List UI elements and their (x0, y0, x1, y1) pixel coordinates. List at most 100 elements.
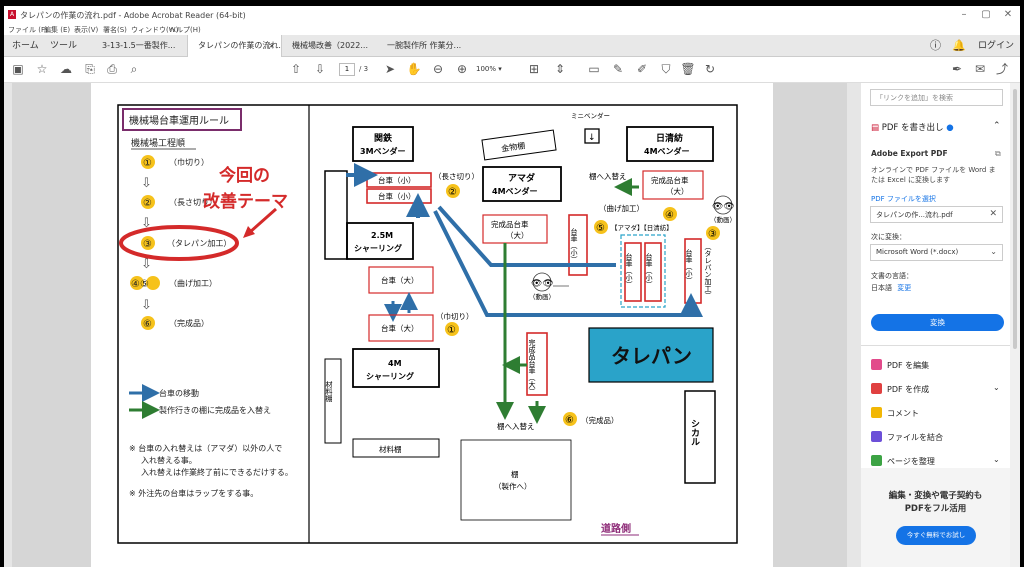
zairyou-label: 材料棚 (379, 444, 402, 454)
tool-comment[interactable]: コメント (871, 407, 919, 419)
cart-small-v-label: 台車（小） (625, 252, 633, 288)
menu-sign[interactable]: 署名(S) (103, 26, 127, 34)
menu-help[interactable]: ヘルプ(H) (169, 26, 201, 34)
help-icon[interactable]: ⓘ (930, 39, 941, 52)
doc-lang-label: 文書の言語： (871, 272, 913, 280)
convert-button[interactable]: 変換 (871, 314, 1004, 331)
stamp-icon[interactable]: ⛉ (661, 62, 671, 76)
star-icon[interactable]: ☆ (36, 62, 48, 76)
step-label: （曲げ加工） (169, 278, 217, 288)
share-file-icon[interactable]: ⎘ (85, 62, 95, 76)
step-badge (141, 316, 155, 330)
step-label: （完成品） (169, 318, 209, 328)
shelf-swap-label: 棚へ入替え (589, 171, 627, 181)
tool-create-pdf[interactable]: PDF を作成 (871, 383, 929, 395)
panel-scrollbar[interactable] (1010, 83, 1020, 567)
tool-edit-pdf[interactable]: PDF を編集 (871, 359, 929, 371)
scrollbar-thumb[interactable] (1013, 89, 1017, 349)
clear-icon[interactable]: ✕ (989, 209, 997, 219)
zoom-out-icon[interactable]: ⊖ (432, 62, 444, 76)
step-label: （巾切り） (169, 157, 209, 167)
tool-organize-pages[interactable]: ページを整理 (871, 455, 935, 467)
legend-move-text: 台車の移動 (159, 388, 199, 398)
blue-flow-path (437, 205, 616, 267)
right-collapse-strip[interactable] (847, 83, 861, 567)
finished-cart-box (642, 170, 704, 200)
step-num: ⑤ (596, 223, 605, 234)
rule-title: 機械場台車運用ルール (129, 114, 229, 127)
trash-icon[interactable]: 🗑 (680, 62, 696, 76)
export-pdf-icon: ▤ (871, 123, 880, 133)
export-pdf-header[interactable]: ▤ PDF を書き出し ● (871, 121, 954, 133)
minimize-icon[interactable]: – (961, 9, 967, 20)
sign-icon[interactable]: ✒ (951, 62, 963, 76)
amada-nisshin-label: 【アマダ】【日清紡】 (611, 223, 673, 232)
doc-tab[interactable]: 3-13-1.5一番製作... (92, 35, 187, 57)
promo-line-1: 編集・変換や電子契約も (888, 491, 983, 501)
free-trial-button[interactable]: 今すぐ無料でお試し (896, 526, 976, 545)
select-file-link[interactable]: PDF ファイルを選択 (871, 195, 936, 203)
highlight-icon[interactable]: ✐ (636, 62, 648, 76)
menu-file[interactable]: ファイル (F) (8, 26, 48, 34)
chevron-down-icon: ⌄ (990, 247, 997, 256)
tool-label: ページを整理 (887, 457, 935, 466)
zoom-in-icon[interactable]: ⊕ (456, 62, 468, 76)
doc-tab-active[interactable]: タレパンの作業の流れ...× (187, 35, 282, 57)
note-text: ※ 台車の入れ替えは（アマダ）以外の人で (129, 443, 282, 453)
doc-tab[interactable]: 機械場改善（2022... (282, 35, 377, 57)
step-num: ① (447, 325, 456, 336)
doc-lang-row: 日本語 変更 (871, 283, 911, 293)
upload-cloud-icon[interactable]: ☁ (60, 62, 72, 76)
copy-icon[interactable]: ⧉ (995, 149, 1001, 158)
page-down-icon[interactable]: ⇩ (314, 62, 326, 76)
cart-small-vertical (624, 242, 642, 302)
fit-page-icon[interactable]: ⊞ (528, 62, 540, 76)
tab-close-icon[interactable]: × (268, 41, 275, 50)
floor-plan-diagram: 機械場台車運用ルール 機械場工程順 ① （巾切り） ⇩ ② （長さ切り） ⇩ ③… (117, 104, 738, 544)
save-icon[interactable]: ▣ (12, 62, 24, 76)
zoom-select[interactable]: 100% ▾ (476, 65, 502, 73)
tool-combine-files[interactable]: ファイルを結合 (871, 431, 943, 443)
shearing25-label: シャーリング (354, 243, 402, 253)
arrow-down-icon: ⇩ (141, 176, 152, 191)
doc-lang-change-link[interactable]: 変更 (897, 284, 912, 292)
rotate-icon[interactable]: ↻ (704, 62, 716, 76)
pen-icon[interactable]: ✎ (612, 62, 624, 76)
menu-edit[interactable]: 編集 (E) (44, 26, 71, 34)
step-num: ③ (708, 229, 717, 240)
login-link[interactable]: ログイン (978, 41, 1015, 51)
share-icon[interactable]: ⤴ (995, 62, 1008, 76)
bell-icon[interactable]: 🔔 (952, 39, 966, 52)
export-app-name: Adobe Export PDF (871, 149, 948, 158)
finished-cart-label: （大） (666, 186, 689, 196)
shearing4-label: 4M (388, 359, 402, 368)
tool-search-input[interactable]: 「リンクを追加」を検索 (870, 89, 1003, 106)
scroll-mode-icon[interactable]: ⇕ (554, 62, 566, 76)
selected-file-field[interactable]: タレパンの作...流れ.pdf ✕ (870, 206, 1003, 223)
nav-tools[interactable]: ツール (50, 41, 78, 51)
page-number-input[interactable]: 1 (339, 63, 355, 76)
page-up-icon[interactable]: ⇧ (290, 62, 302, 76)
comment-icon[interactable]: ▭ (588, 62, 600, 76)
note-text: 入れ替える事。 (141, 455, 197, 465)
left-collapse-strip[interactable] (4, 83, 12, 567)
step-badge (563, 412, 577, 426)
doc-tab[interactable]: 一腕製作所 作業分... (377, 35, 472, 57)
shearing-column (324, 170, 348, 260)
shearing4-label: シャーリング (366, 371, 414, 381)
close-icon[interactable]: ✕ (1003, 9, 1013, 20)
collapse-chevron-icon[interactable]: ⌃ (993, 121, 1001, 131)
menu-view[interactable]: 表示(V) (74, 26, 99, 34)
chevron-down-icon[interactable]: ⌄ (993, 455, 1000, 464)
menu-window[interactable]: ウィンドウ(W) (131, 26, 179, 34)
zairyou-v-label: 材料棚 (325, 380, 333, 403)
print-icon[interactable]: ⎙ (107, 62, 117, 76)
zoom-search-icon[interactable]: ⌕ (130, 62, 138, 76)
hand-icon[interactable]: ✋ (406, 62, 422, 76)
maximize-icon[interactable]: ▢ (981, 9, 991, 20)
select-cursor-icon[interactable]: ➤ (384, 62, 396, 76)
format-select[interactable]: Microsoft Word (*.docx) ⌄ (870, 244, 1003, 261)
nav-home[interactable]: ホーム (12, 41, 39, 51)
chevron-down-icon[interactable]: ⌄ (993, 383, 1000, 392)
mail-icon[interactable]: ✉ (974, 62, 986, 76)
